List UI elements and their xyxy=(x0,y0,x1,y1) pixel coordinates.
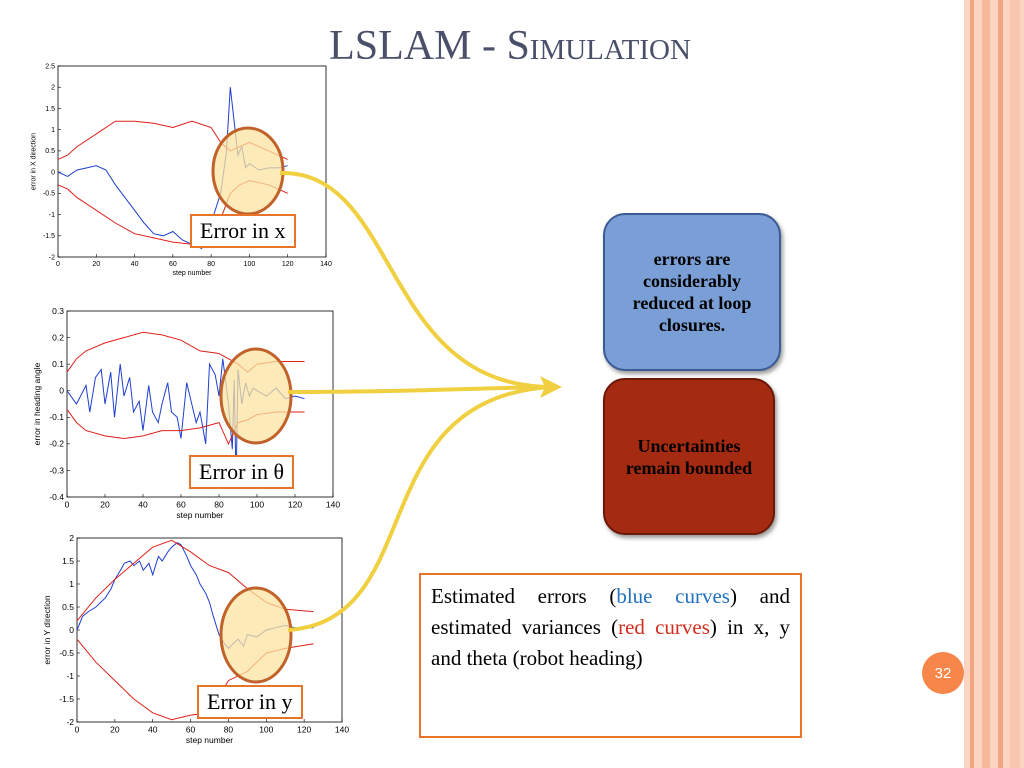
y-axis-label: error in heading angle xyxy=(32,362,42,445)
error-chart-2: 0 20 40 60 80 100 120 140 -2 -1.5 -1 -0.5 0 0.5 1 1.5 2 s… xyxy=(42,533,350,745)
x-tick-label: 100 xyxy=(259,725,273,735)
y-tick-label: -0.5 xyxy=(43,191,55,198)
connector-arrow xyxy=(287,385,551,632)
x-tick-label: 120 xyxy=(282,261,294,268)
y-tick-label: -0.1 xyxy=(49,412,64,422)
x-tick-label: 0 xyxy=(56,261,60,268)
y-tick-label: 2 xyxy=(69,533,74,543)
legend-note: Estimated errors (blue curves) and estim… xyxy=(419,573,802,738)
y-tick-label: -1.5 xyxy=(59,694,74,704)
connector-arrow xyxy=(287,385,551,394)
y-tick-label: 1.5 xyxy=(62,556,74,566)
x-tick-label: 0 xyxy=(65,500,70,510)
x-tick-label: 20 xyxy=(92,261,100,268)
connector-arrow xyxy=(279,170,551,389)
x-tick-label: 60 xyxy=(176,500,186,510)
loop-closure-highlight xyxy=(211,126,285,216)
connector-arrows xyxy=(279,170,562,632)
y-tick-label: -0.2 xyxy=(49,439,64,449)
x-tick-label: 40 xyxy=(138,500,148,510)
note-blue-curves: blue curves xyxy=(616,584,730,608)
note-part2: ) and estimated variances ( xyxy=(431,584,790,639)
y-tick-label: -1 xyxy=(66,671,74,681)
error-y-label: Error in y xyxy=(197,685,303,719)
x-tick-label: 0 xyxy=(75,725,80,735)
x-tick-label: 100 xyxy=(250,500,264,510)
error-theta-label: Error in θ xyxy=(189,455,295,489)
x-tick-label: 60 xyxy=(169,261,177,268)
x-tick-label: 80 xyxy=(207,261,215,268)
x-axis-label: step number xyxy=(176,510,223,520)
x-tick-label: 80 xyxy=(224,725,234,735)
error-x-label: Error in x xyxy=(190,214,296,248)
x-tick-label: 60 xyxy=(186,725,196,735)
y-tick-label: 1.5 xyxy=(45,106,55,113)
y-tick-label: 1 xyxy=(69,579,74,589)
arrow-head xyxy=(540,376,562,398)
page-number: 32 xyxy=(934,664,952,682)
x-tick-label: 20 xyxy=(100,500,110,510)
note-red-curves: red curves xyxy=(618,615,710,639)
x-tick-label: 140 xyxy=(326,500,340,510)
slide-title: LSLAM - Simulation xyxy=(250,22,770,70)
x-tick-label: 80 xyxy=(214,500,224,510)
y-tick-label: 0.1 xyxy=(52,359,64,369)
y-tick-label: -0.3 xyxy=(49,465,64,475)
y-axis-label: error in Y direction xyxy=(42,595,52,664)
note-part1: Estimated errors ( xyxy=(431,584,617,608)
x-tick-label: 40 xyxy=(148,725,158,735)
loop-closure-highlight xyxy=(219,586,293,684)
y-tick-label: -2 xyxy=(66,717,74,727)
uncertainty-card: Uncertainties remain bounded xyxy=(603,378,775,535)
y-tick-label: -2 xyxy=(49,254,55,261)
page-number-badge: 32 xyxy=(922,652,964,694)
x-tick-label: 140 xyxy=(320,261,332,268)
y-axis-label: error in X direction xyxy=(31,133,38,190)
title-small-caps: Simulation xyxy=(506,23,691,69)
x-axis-label: step number xyxy=(186,735,233,745)
loop-closure-card: errors are considerably reduced at loop … xyxy=(603,213,781,371)
uncertainty-text: Uncertainties remain bounded xyxy=(625,435,753,478)
x-tick-label: 20 xyxy=(110,725,120,735)
title-main: LSLAM - xyxy=(329,23,507,69)
y-tick-label: 1 xyxy=(51,127,55,134)
x-tick-label: 40 xyxy=(131,261,139,268)
x-tick-label: 140 xyxy=(335,725,349,735)
decorative-stripes xyxy=(964,0,1024,768)
x-tick-label: 120 xyxy=(288,500,302,510)
y-tick-label: 0.5 xyxy=(45,148,55,155)
y-tick-label: 0.5 xyxy=(62,602,74,612)
loop-closure-text: errors are considerably reduced at loop … xyxy=(632,249,752,335)
y-tick-label: -0.4 xyxy=(49,492,64,502)
y-tick-label: 2.5 xyxy=(45,63,55,70)
x-axis-label: step number xyxy=(173,270,213,277)
y-tick-label: -0.5 xyxy=(59,648,74,658)
y-tick-label: 0 xyxy=(51,169,55,176)
note-part3: ) in x, y and theta (robot heading) xyxy=(431,615,791,670)
x-tick-label: 120 xyxy=(297,725,311,735)
y-tick-label: -1.5 xyxy=(43,233,55,240)
y-tick-label: 0 xyxy=(69,625,74,635)
y-tick-label: -1 xyxy=(49,212,55,219)
y-tick-label: 2 xyxy=(51,85,55,92)
y-tick-label: 0.3 xyxy=(52,306,64,316)
y-tick-label: 0 xyxy=(59,386,64,396)
x-tick-label: 100 xyxy=(244,261,256,268)
loop-closure-highlight xyxy=(219,347,293,445)
y-tick-label: 0.2 xyxy=(52,332,64,342)
